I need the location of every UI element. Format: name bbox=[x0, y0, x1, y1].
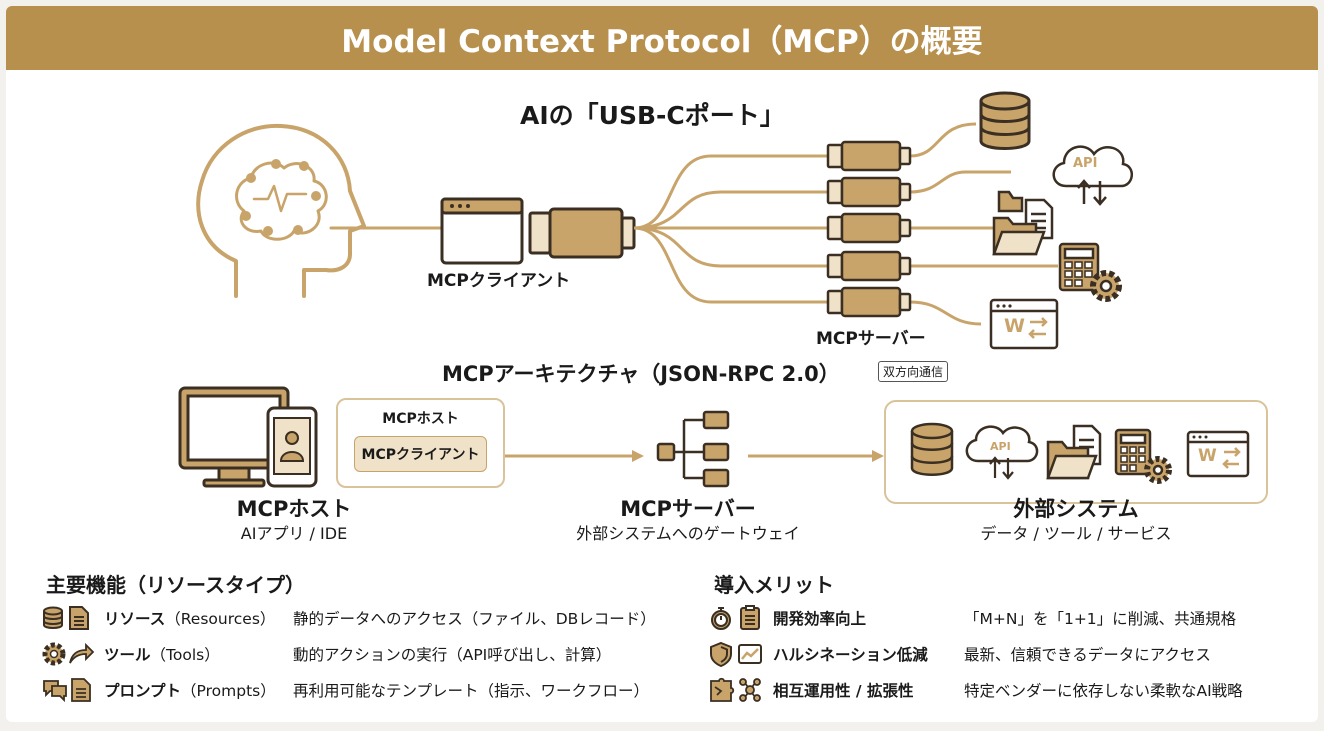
server-plugs bbox=[826, 140, 912, 318]
benefit-row-hallucination: ハルシネーション低減 bbox=[709, 640, 928, 668]
ext-database-icon bbox=[910, 422, 954, 476]
title-banner: Model Context Protocol（MCP）の概要 bbox=[6, 6, 1318, 70]
usb-diagram bbox=[196, 91, 1133, 350]
server-plug-5 bbox=[826, 286, 912, 318]
benefit-name: 開発効率向上 bbox=[773, 610, 867, 628]
folder-icon bbox=[992, 190, 1054, 256]
usb-plug-icon bbox=[528, 207, 636, 259]
host-label: MCPホスト bbox=[236, 497, 352, 521]
host-to-server-arrow bbox=[484, 450, 644, 462]
benefits-heading: 導入メリット bbox=[714, 573, 834, 597]
server-tree-icon bbox=[656, 410, 730, 488]
ext-sub: データ / ツール / サービス bbox=[980, 524, 1172, 543]
feature-row-prompts: プロンプト （Prompts） bbox=[42, 676, 276, 704]
w-label: W bbox=[1004, 315, 1025, 337]
host-box-client-label: MCPクライアント bbox=[361, 447, 480, 463]
benefit-row-efficiency: 開発効率向上 bbox=[709, 604, 866, 632]
feature-name: プロンプト bbox=[104, 682, 182, 700]
calculator-gear-icon bbox=[1058, 242, 1122, 302]
features-heading: 主要機能（リソースタイプ） bbox=[46, 573, 305, 597]
overview-card: Model Context Protocol（MCP）の概要 AIの「USB-C… bbox=[6, 6, 1318, 722]
benefit-row-interop: 相互運用性 / 拡張性 bbox=[709, 676, 913, 704]
server-sub: 外部システムへのゲートウェイ bbox=[576, 524, 800, 543]
monitor-phone-icon bbox=[178, 386, 318, 488]
ext-folder-icon bbox=[1046, 424, 1102, 480]
server-plug-4 bbox=[826, 250, 912, 282]
server-label-arch: MCPサーバー bbox=[620, 497, 756, 521]
ext-label: 外部システム bbox=[1013, 497, 1139, 521]
ext-api-cloud-icon bbox=[965, 425, 1039, 480]
server-plug-2 bbox=[826, 176, 912, 208]
feature-desc: 再利用可能なテンプレート（指示、ワークフロー） bbox=[293, 682, 650, 700]
bidirectional-badge: 双方向通信 bbox=[878, 361, 949, 382]
host-box-title: MCPホスト bbox=[382, 411, 459, 427]
host-box-client: MCPクライアント bbox=[354, 436, 487, 472]
feature-row-tools: ツール （Tools） bbox=[42, 640, 220, 668]
ext-w-label: W bbox=[1198, 446, 1217, 466]
feature-row-resources: リソース （Resources） bbox=[42, 604, 275, 632]
benefit-desc: 最新、信頼できるデータにアクセス bbox=[964, 646, 1211, 664]
api-label: API bbox=[1073, 156, 1098, 171]
client-window-icon bbox=[440, 197, 524, 265]
api-cloud-icon bbox=[1052, 145, 1133, 206]
benefit-name: 相互運用性 / 拡張性 bbox=[773, 682, 914, 700]
ext-word-window-icon bbox=[1186, 430, 1250, 478]
server-plug-3 bbox=[826, 212, 912, 244]
feature-desc: 動的アクションの実行（API呼び出し、計算） bbox=[293, 646, 612, 664]
benefit-name: ハルシネーション低減 bbox=[773, 646, 928, 664]
external-systems-box bbox=[884, 400, 1268, 504]
database-icon bbox=[979, 91, 1031, 150]
feature-desc: 静的データへのアクセス（ファイル、DBレコード） bbox=[293, 610, 656, 628]
shield-chart-icon bbox=[710, 641, 762, 667]
feature-en: （Tools） bbox=[150, 646, 220, 664]
host-sub: AIアプリ / IDE bbox=[240, 524, 348, 543]
chat-doc-icon bbox=[43, 678, 91, 703]
host-box: MCPホスト MCPクライアント bbox=[336, 398, 505, 488]
stopwatch-checklist-icon bbox=[711, 605, 760, 630]
feature-en: （Resources） bbox=[165, 610, 276, 628]
gear-arrow-icon bbox=[42, 642, 94, 666]
benefit-desc: 「M+N」を「1+1」に削減、共通規格 bbox=[964, 610, 1237, 628]
page-title: Model Context Protocol（MCP）の概要 bbox=[341, 23, 983, 60]
ext-calculator-gear-icon bbox=[1114, 428, 1172, 484]
ext-api-label: API bbox=[990, 440, 1011, 453]
feature-name: ツール bbox=[104, 646, 151, 664]
arch-diagram bbox=[178, 386, 1250, 488]
feature-en: （Prompts） bbox=[181, 682, 276, 700]
server-plug-1 bbox=[826, 140, 912, 172]
usb-heading: AIの「USB-Cポート」 bbox=[520, 101, 785, 130]
arch-heading: MCPアーキテクチャ（JSON-RPC 2.0） bbox=[442, 362, 840, 386]
benefit-desc: 特定ベンダーに依存しない柔軟なAI戦略 bbox=[964, 682, 1243, 700]
client-label: MCPクライアント bbox=[427, 271, 571, 291]
server-label: MCPサーバー bbox=[816, 329, 926, 349]
puzzle-network-icon bbox=[710, 677, 761, 702]
feature-name: リソース bbox=[104, 610, 166, 628]
word-window-icon bbox=[989, 298, 1059, 350]
server-to-external-arrow bbox=[748, 450, 884, 462]
database-doc-icon bbox=[43, 606, 89, 630]
